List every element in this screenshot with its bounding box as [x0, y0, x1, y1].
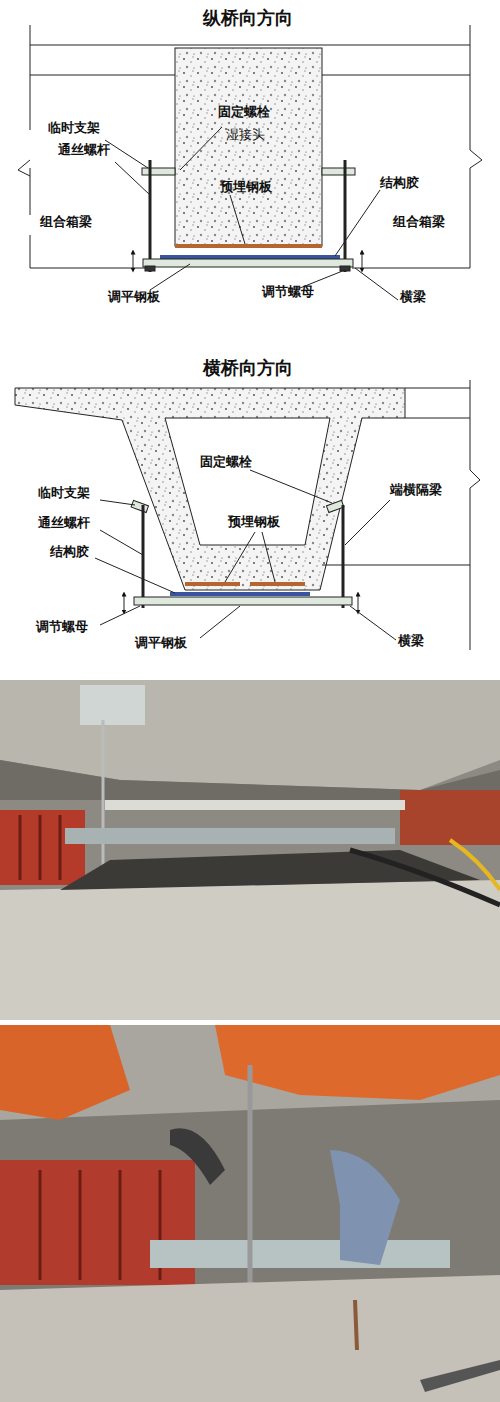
part-label: 结构胶 — [380, 176, 419, 190]
part-label: 临时支架 — [48, 121, 100, 135]
part-label: 调平钢板 — [135, 636, 187, 650]
part-label: 预埋钢板 — [220, 180, 272, 194]
part-label: 组合箱梁 — [393, 215, 445, 229]
view-heading: 横桥向方向 — [203, 358, 293, 378]
part-label: 临时支架 — [38, 486, 90, 500]
site-photo — [0, 1025, 500, 1402]
transverse-diagram — [15, 380, 480, 650]
part-label: 固定螺栓 — [200, 455, 252, 469]
part-label: 预埋钢板 — [228, 515, 280, 529]
longitudinal-diagram — [18, 25, 482, 300]
site-photo — [0, 680, 500, 1020]
part-label: 组合箱梁 — [40, 215, 92, 229]
part-label: 通丝螺杆 — [38, 516, 90, 530]
part-label: 调节螺母 — [262, 285, 314, 299]
part-label: 调节螺母 — [36, 620, 88, 634]
part-label: 结构胶 — [50, 545, 89, 559]
part-label: 湿接头 — [226, 128, 265, 142]
part-label: 横梁 — [398, 634, 424, 648]
part-label: 调平钢板 — [108, 290, 160, 304]
part-label: 通丝螺杆 — [58, 143, 110, 157]
part-label: 横梁 — [400, 290, 426, 304]
part-label: 固定螺栓 — [218, 105, 270, 119]
view-heading: 纵桥向方向 — [203, 8, 293, 28]
part-label: 端横隔梁 — [390, 483, 442, 497]
